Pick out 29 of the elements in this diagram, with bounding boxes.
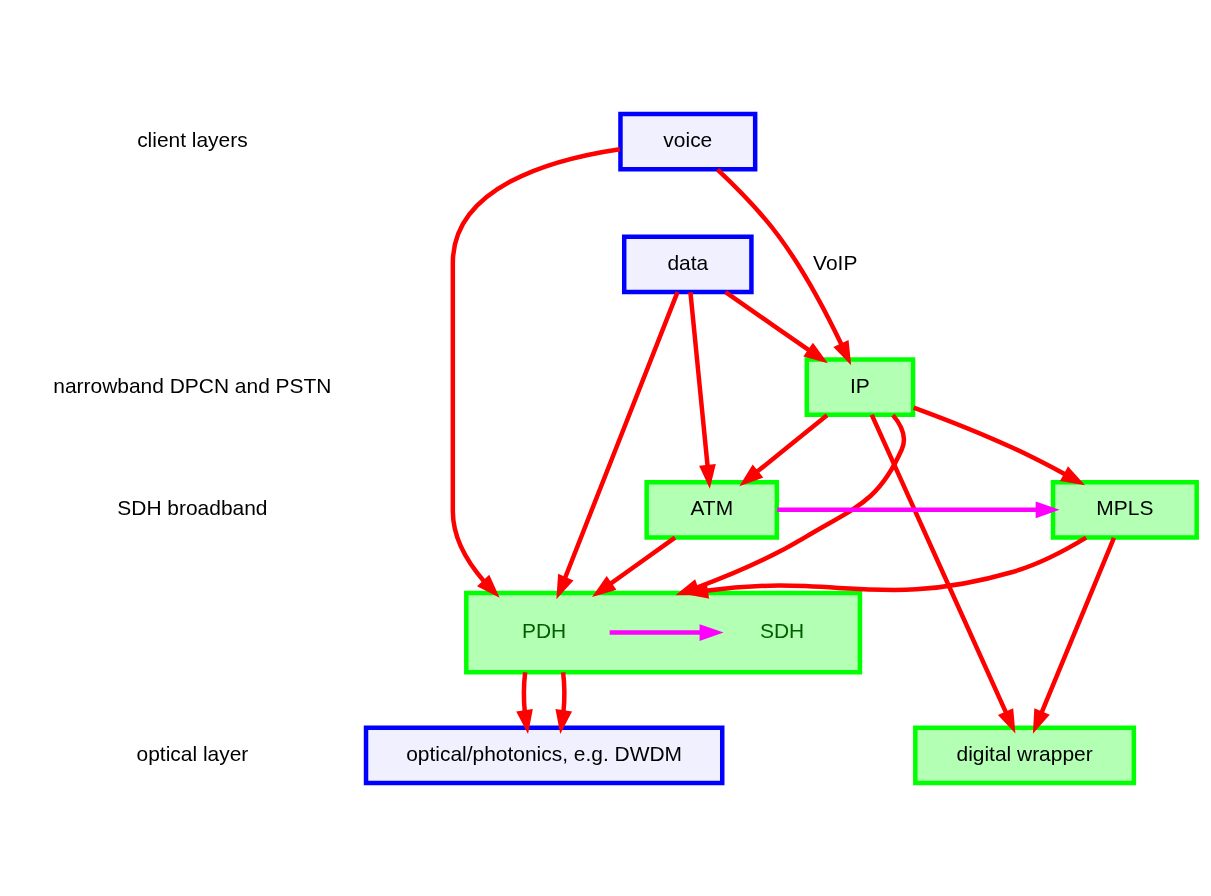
node-box: data (621, 233, 754, 294)
label: client layers (137, 127, 248, 151)
cluster (464, 590, 863, 674)
node-box: voice (618, 111, 758, 172)
arrow (688, 291, 716, 489)
label: SDH broadband (117, 495, 268, 519)
arrow (555, 671, 573, 734)
arrow (724, 289, 828, 363)
edge-label: VoIP (813, 250, 858, 274)
arrow (516, 671, 533, 734)
label: optical layer (136, 741, 249, 765)
arrow (716, 167, 852, 365)
node-box: MPLS (1050, 479, 1199, 540)
node-box: IP (804, 356, 916, 417)
arrow (556, 290, 680, 599)
arrow (739, 412, 829, 486)
arrow (869, 413, 1016, 733)
node-box: digital wrapper (913, 724, 1137, 785)
node-box: optical/photonics, e.g. DWDM (363, 724, 725, 785)
arrow (609, 623, 724, 641)
arrow (1032, 536, 1116, 734)
arrow (592, 535, 677, 597)
node-box: ATM (644, 479, 780, 540)
arrow (450, 146, 621, 598)
arrow (912, 404, 1086, 485)
label: narrowband DPCN and PSTN (53, 373, 332, 397)
node-text: PDH (522, 618, 567, 642)
node-text: SDH (760, 618, 805, 642)
arrow (777, 500, 1060, 518)
